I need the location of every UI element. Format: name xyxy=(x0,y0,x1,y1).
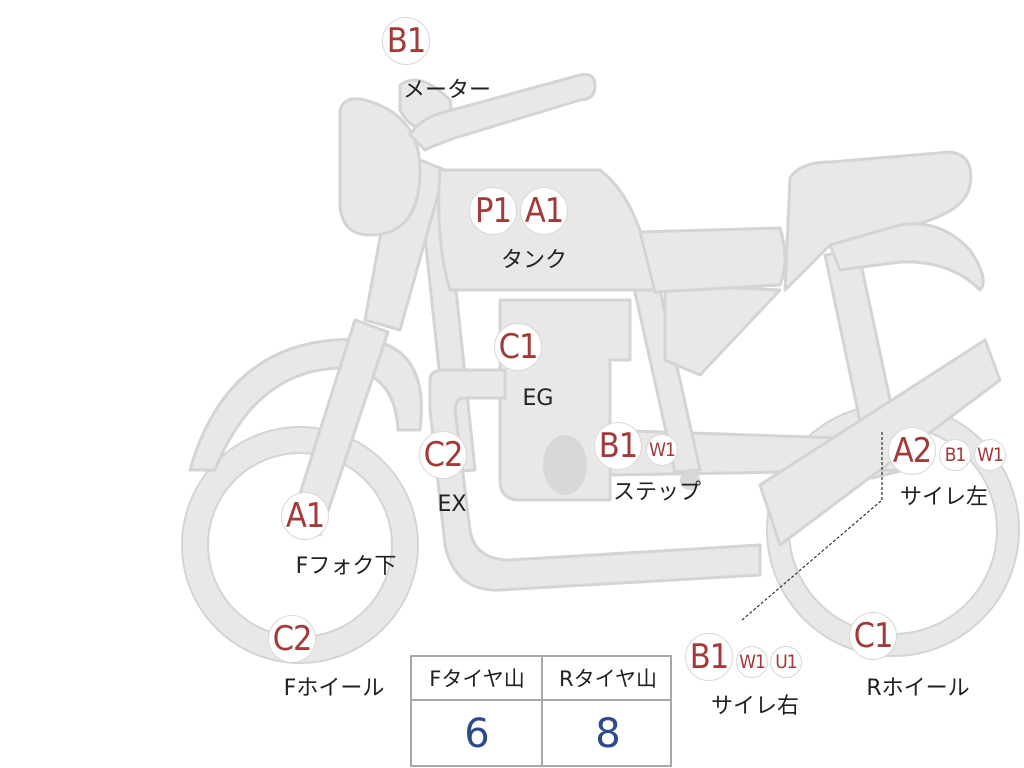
front-tire-header: Fタイヤ山 xyxy=(429,667,525,691)
code-badge-r-wheel-c1: C1 xyxy=(849,612,897,660)
code-badge-muffler-right-w1: W1 xyxy=(736,646,768,678)
muffler xyxy=(758,338,1002,547)
rear-tire-header: Rタイヤ山 xyxy=(559,667,657,691)
code-badge-muffler-left-w1: W1 xyxy=(974,439,1006,471)
code-badge-muffler-right-b1: B1 xyxy=(685,633,733,681)
code-badge-tank-p1: P1 xyxy=(469,187,517,235)
label-ex: EX xyxy=(437,492,467,517)
code-badge-tank-a1: A1 xyxy=(520,187,568,235)
front-tire-value: 6 xyxy=(464,711,490,757)
code-badge-muffler-right-u1: U1 xyxy=(770,646,802,678)
code-badge-ex-c2: C2 xyxy=(419,431,467,479)
code-badge-step-b1: B1 xyxy=(594,422,642,470)
code-badge-muffler-left-a2: A2 xyxy=(888,427,936,475)
code-badge-fork-a1: A1 xyxy=(281,492,329,540)
table-divider-vertical xyxy=(541,657,543,765)
headlight xyxy=(338,97,422,237)
label-tank: タンク xyxy=(500,248,568,273)
tire-tread-table: Fタイヤ山 Rタイヤ山 6 8 xyxy=(410,655,672,767)
code-badge-f-wheel-c2: C2 xyxy=(268,615,316,663)
code-badge-muffler-left-b1: B1 xyxy=(939,439,971,471)
code-badge-step-w1: W1 xyxy=(646,434,678,466)
tail-cowl xyxy=(828,222,985,292)
handlebar xyxy=(408,73,597,152)
seat-front xyxy=(638,226,787,294)
side-cover xyxy=(663,283,782,377)
label-meter: メーター xyxy=(402,78,492,103)
code-badge-meter-b1: B1 xyxy=(382,17,430,65)
label-muffler-left: サイレ左 xyxy=(899,485,989,510)
label-step: ステップ xyxy=(612,480,702,505)
rear-tire-value: 8 xyxy=(595,711,621,757)
leader-line-muffler-right xyxy=(741,499,883,621)
exhaust-pipe xyxy=(428,368,762,592)
label-r-wheel: Rホイール xyxy=(866,676,970,701)
label-fork-lower: Fフォク下 xyxy=(295,554,397,579)
label-eg: EG xyxy=(522,386,554,411)
seat-rear xyxy=(783,150,973,292)
label-muffler-right: サイレ右 xyxy=(710,694,800,719)
label-f-wheel: Fホイール xyxy=(283,676,385,701)
code-badge-eg-c1: C1 xyxy=(494,323,542,371)
